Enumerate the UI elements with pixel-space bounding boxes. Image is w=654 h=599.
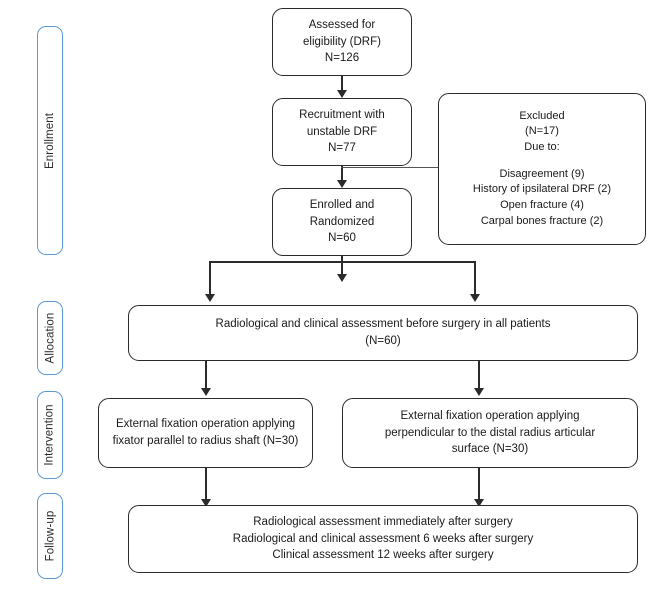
node-assessed-line-3: N=126 — [324, 52, 360, 65]
node-randomized-line-2: Randomized — [309, 215, 375, 228]
connector-allocation-to-left-intervention — [205, 361, 207, 392]
node-excluded-spacer — [447, 156, 637, 167]
connector-randomized-down — [341, 256, 343, 279]
node-randomized-line-1: Enrolled and — [309, 198, 375, 211]
node-excluded-reason-4: Carpal bones fracture (2) — [480, 214, 604, 227]
connector-split-bar — [209, 261, 475, 263]
stage-label-allocation-text: Allocation — [44, 312, 56, 364]
node-intervention-left-line-2: fixator parallel to radius shaft (N=30) — [112, 435, 299, 447]
arrowhead-randomized-center — [337, 274, 347, 282]
node-allocation-line-2: (N=60) — [365, 335, 401, 347]
node-intervention-parallel: External fixation operation applying fix… — [98, 398, 313, 468]
node-followup-assessment: Radiological assessment immediately afte… — [128, 505, 638, 573]
connector-split-left-down — [209, 261, 211, 298]
arrowhead-recruitment-to-randomized — [337, 180, 347, 188]
stage-label-enrollment: Enrollment — [37, 26, 63, 255]
arrowhead-split-right — [470, 294, 480, 302]
node-intervention-right-line-3: surface (N=30) — [451, 443, 529, 456]
stage-label-intervention: Intervention — [37, 391, 63, 479]
arrowhead-followup-right — [474, 499, 484, 507]
node-randomized-line-3: N=60 — [328, 232, 356, 245]
node-assessed-for-eligibility: Assessed for eligibility (DRF) N=126 — [272, 8, 412, 76]
connector-assessed-to-recruitment — [341, 76, 343, 93]
node-intervention-perpendicular: External fixation operation applying per… — [342, 398, 638, 468]
node-excluded-header-1: Excluded — [519, 109, 565, 122]
stage-label-enrollment-text: Enrollment — [44, 112, 56, 169]
arrowhead-assessed-to-recruitment — [337, 90, 347, 98]
node-excluded: Excluded (N=17) Due to: Disagreement (9)… — [438, 93, 646, 245]
node-followup-line-1: Radiological assessment immediately afte… — [253, 515, 513, 528]
node-excluded-header-2: (N=17) — [525, 125, 559, 138]
stage-label-allocation: Allocation — [37, 301, 63, 375]
node-allocation-line-1: Radiological and clinical assessment bef… — [215, 318, 551, 331]
node-followup-line-3: Clinical assessment 12 weeks after surge… — [272, 549, 494, 562]
connector-recruitment-to-randomized — [341, 166, 343, 183]
stage-label-followup-text: Follow-up — [44, 510, 57, 562]
arrowhead-right-intervention — [474, 388, 484, 396]
node-recruitment-line-2: unstable DRF — [306, 125, 378, 138]
node-excluded-reason-1: Disagreement (9) — [499, 167, 585, 180]
node-intervention-right-line-1: External fixation operation applying — [400, 409, 580, 422]
arrowhead-followup-left — [201, 499, 211, 507]
stage-label-intervention-text: Intervention — [44, 404, 57, 466]
node-recruitment-line-3: N=77 — [328, 142, 356, 155]
connector-left-intervention-to-followup — [205, 468, 207, 503]
arrowhead-split-left — [205, 294, 215, 302]
stage-label-followup: Follow-up — [37, 493, 63, 579]
node-intervention-left-line-1: External fixation operation applying — [115, 418, 295, 431]
node-excluded-reason-2: History of ipsilateral DRF (2) — [472, 183, 612, 196]
node-recruitment: Recruitment with unstable DRF N=77 — [272, 98, 412, 166]
node-followup-line-2: Radiological and clinical assessment 6 w… — [232, 532, 534, 545]
node-assessed-line-1: Assessed for — [308, 18, 376, 31]
connector-trunk-to-excluded — [341, 167, 439, 169]
node-allocation-assessment: Radiological and clinical assessment bef… — [128, 305, 638, 361]
connector-split-right-down — [474, 261, 476, 298]
node-enrolled-randomized: Enrolled and Randomized N=60 — [272, 188, 412, 256]
node-excluded-header-3: Due to: — [524, 141, 560, 154]
node-assessed-line-2: eligibility (DRF) — [303, 35, 381, 48]
arrowhead-left-intervention — [201, 388, 211, 396]
node-excluded-reason-3: Open fracture (4) — [500, 198, 584, 211]
node-recruitment-line-1: Recruitment with — [299, 108, 385, 121]
connector-allocation-to-right-intervention — [478, 361, 480, 392]
node-intervention-right-line-2: perpendicular to the distal radius artic… — [384, 426, 596, 439]
connector-right-intervention-to-followup — [478, 468, 480, 503]
